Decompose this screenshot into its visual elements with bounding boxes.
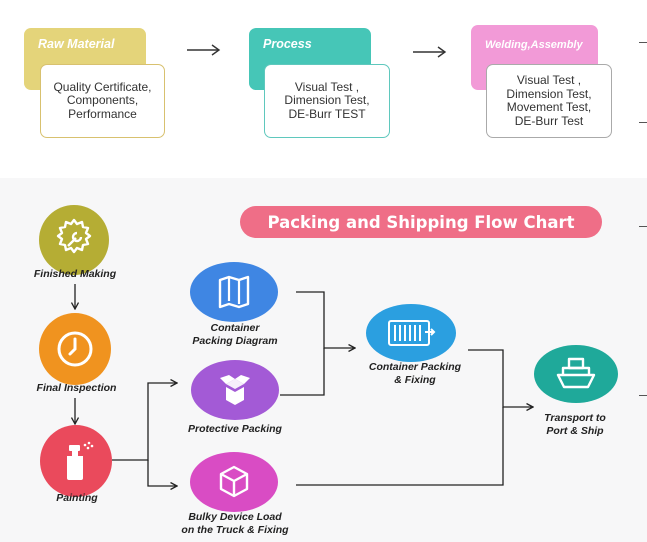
final-inspection-text: Final Inspection (36, 382, 117, 394)
painting-label: Painting (12, 492, 142, 505)
container-diagram-text: Packing Diagram (192, 334, 278, 347)
protective-packing-text: Protective Packing (188, 423, 282, 435)
wrench-gear-icon (56, 218, 92, 254)
raw-material-card: Quality Certificate, Components, Perform… (40, 64, 165, 138)
map-icon (218, 275, 250, 309)
container-diagram-label: Container Packing Diagram (165, 322, 305, 347)
transport-text: Transport to (544, 412, 606, 424)
finished-making-node (39, 205, 109, 275)
edge-tick (639, 226, 647, 227)
container-fixing-node (366, 304, 456, 362)
edge-tick (639, 395, 647, 396)
final-inspection-label: Final Inspection (10, 382, 143, 395)
finished-making-label: Finished Making (10, 268, 140, 281)
welding-assembly-card: Visual Test , Dimension Test, Movement T… (486, 64, 612, 138)
clock-icon (57, 331, 93, 367)
welding-assembly-title: Welding,Assembly (485, 39, 583, 51)
container-diagram-node (190, 262, 278, 322)
edge-tick (639, 42, 647, 43)
container-fixing-label: Container Packing & Fixing (345, 361, 485, 386)
edge-tick (639, 122, 647, 123)
raw-material-line: Performance (68, 106, 137, 121)
welding-assembly-line: DE-Burr Test (514, 113, 584, 128)
flow-chart-title: Packing and Shipping Flow Chart (240, 206, 602, 238)
process-card: Visual Test , Dimension Test, DE-Burr TE… (264, 64, 390, 138)
process-line: Dimension Test, (284, 93, 370, 108)
raw-material-line: Components, (66, 93, 139, 108)
arrow-right-icon (187, 44, 221, 56)
final-inspection-node (39, 313, 111, 385)
transport-text: Port & Ship (546, 424, 604, 437)
painting-text: Painting (56, 492, 98, 504)
spray-bottle-icon (67, 441, 94, 480)
welding-assembly-line: Dimension Test, (506, 86, 592, 101)
protective-packing-label: Protective Packing (165, 423, 305, 436)
ship-icon (556, 357, 596, 389)
shipping-container-icon (388, 320, 436, 346)
container-diagram-text: Container (210, 322, 260, 334)
protective-packing-node (191, 360, 279, 420)
process-line: Visual Test , (294, 79, 360, 94)
welding-assembly-line: Visual Test , (516, 73, 582, 87)
cube-icon (219, 465, 249, 498)
bulky-device-text: on the Truck & Fixing (181, 523, 289, 536)
container-fixing-text: Container Packing (368, 361, 462, 373)
process-line: DE-Burr TEST (288, 106, 366, 121)
open-box-icon (220, 375, 250, 405)
bulky-device-node (190, 452, 278, 512)
bulky-device-label: Bulky Device Load on the Truck & Fixing (160, 511, 310, 536)
raw-material-line: Quality Certificate, (53, 79, 152, 94)
finished-making-text: Finished Making (33, 268, 117, 280)
container-fixing-text: & Fixing (394, 373, 436, 386)
raw-material-title: Raw Material (38, 37, 115, 51)
process-title: Process (263, 37, 312, 51)
transport-label: Transport to Port & Ship (510, 412, 640, 437)
bulky-device-text: Bulky Device Load (188, 511, 282, 523)
arrow-right-icon (413, 46, 447, 58)
welding-assembly-line: Movement Test, (506, 100, 592, 114)
transport-node (534, 345, 618, 403)
painting-node (40, 425, 112, 497)
